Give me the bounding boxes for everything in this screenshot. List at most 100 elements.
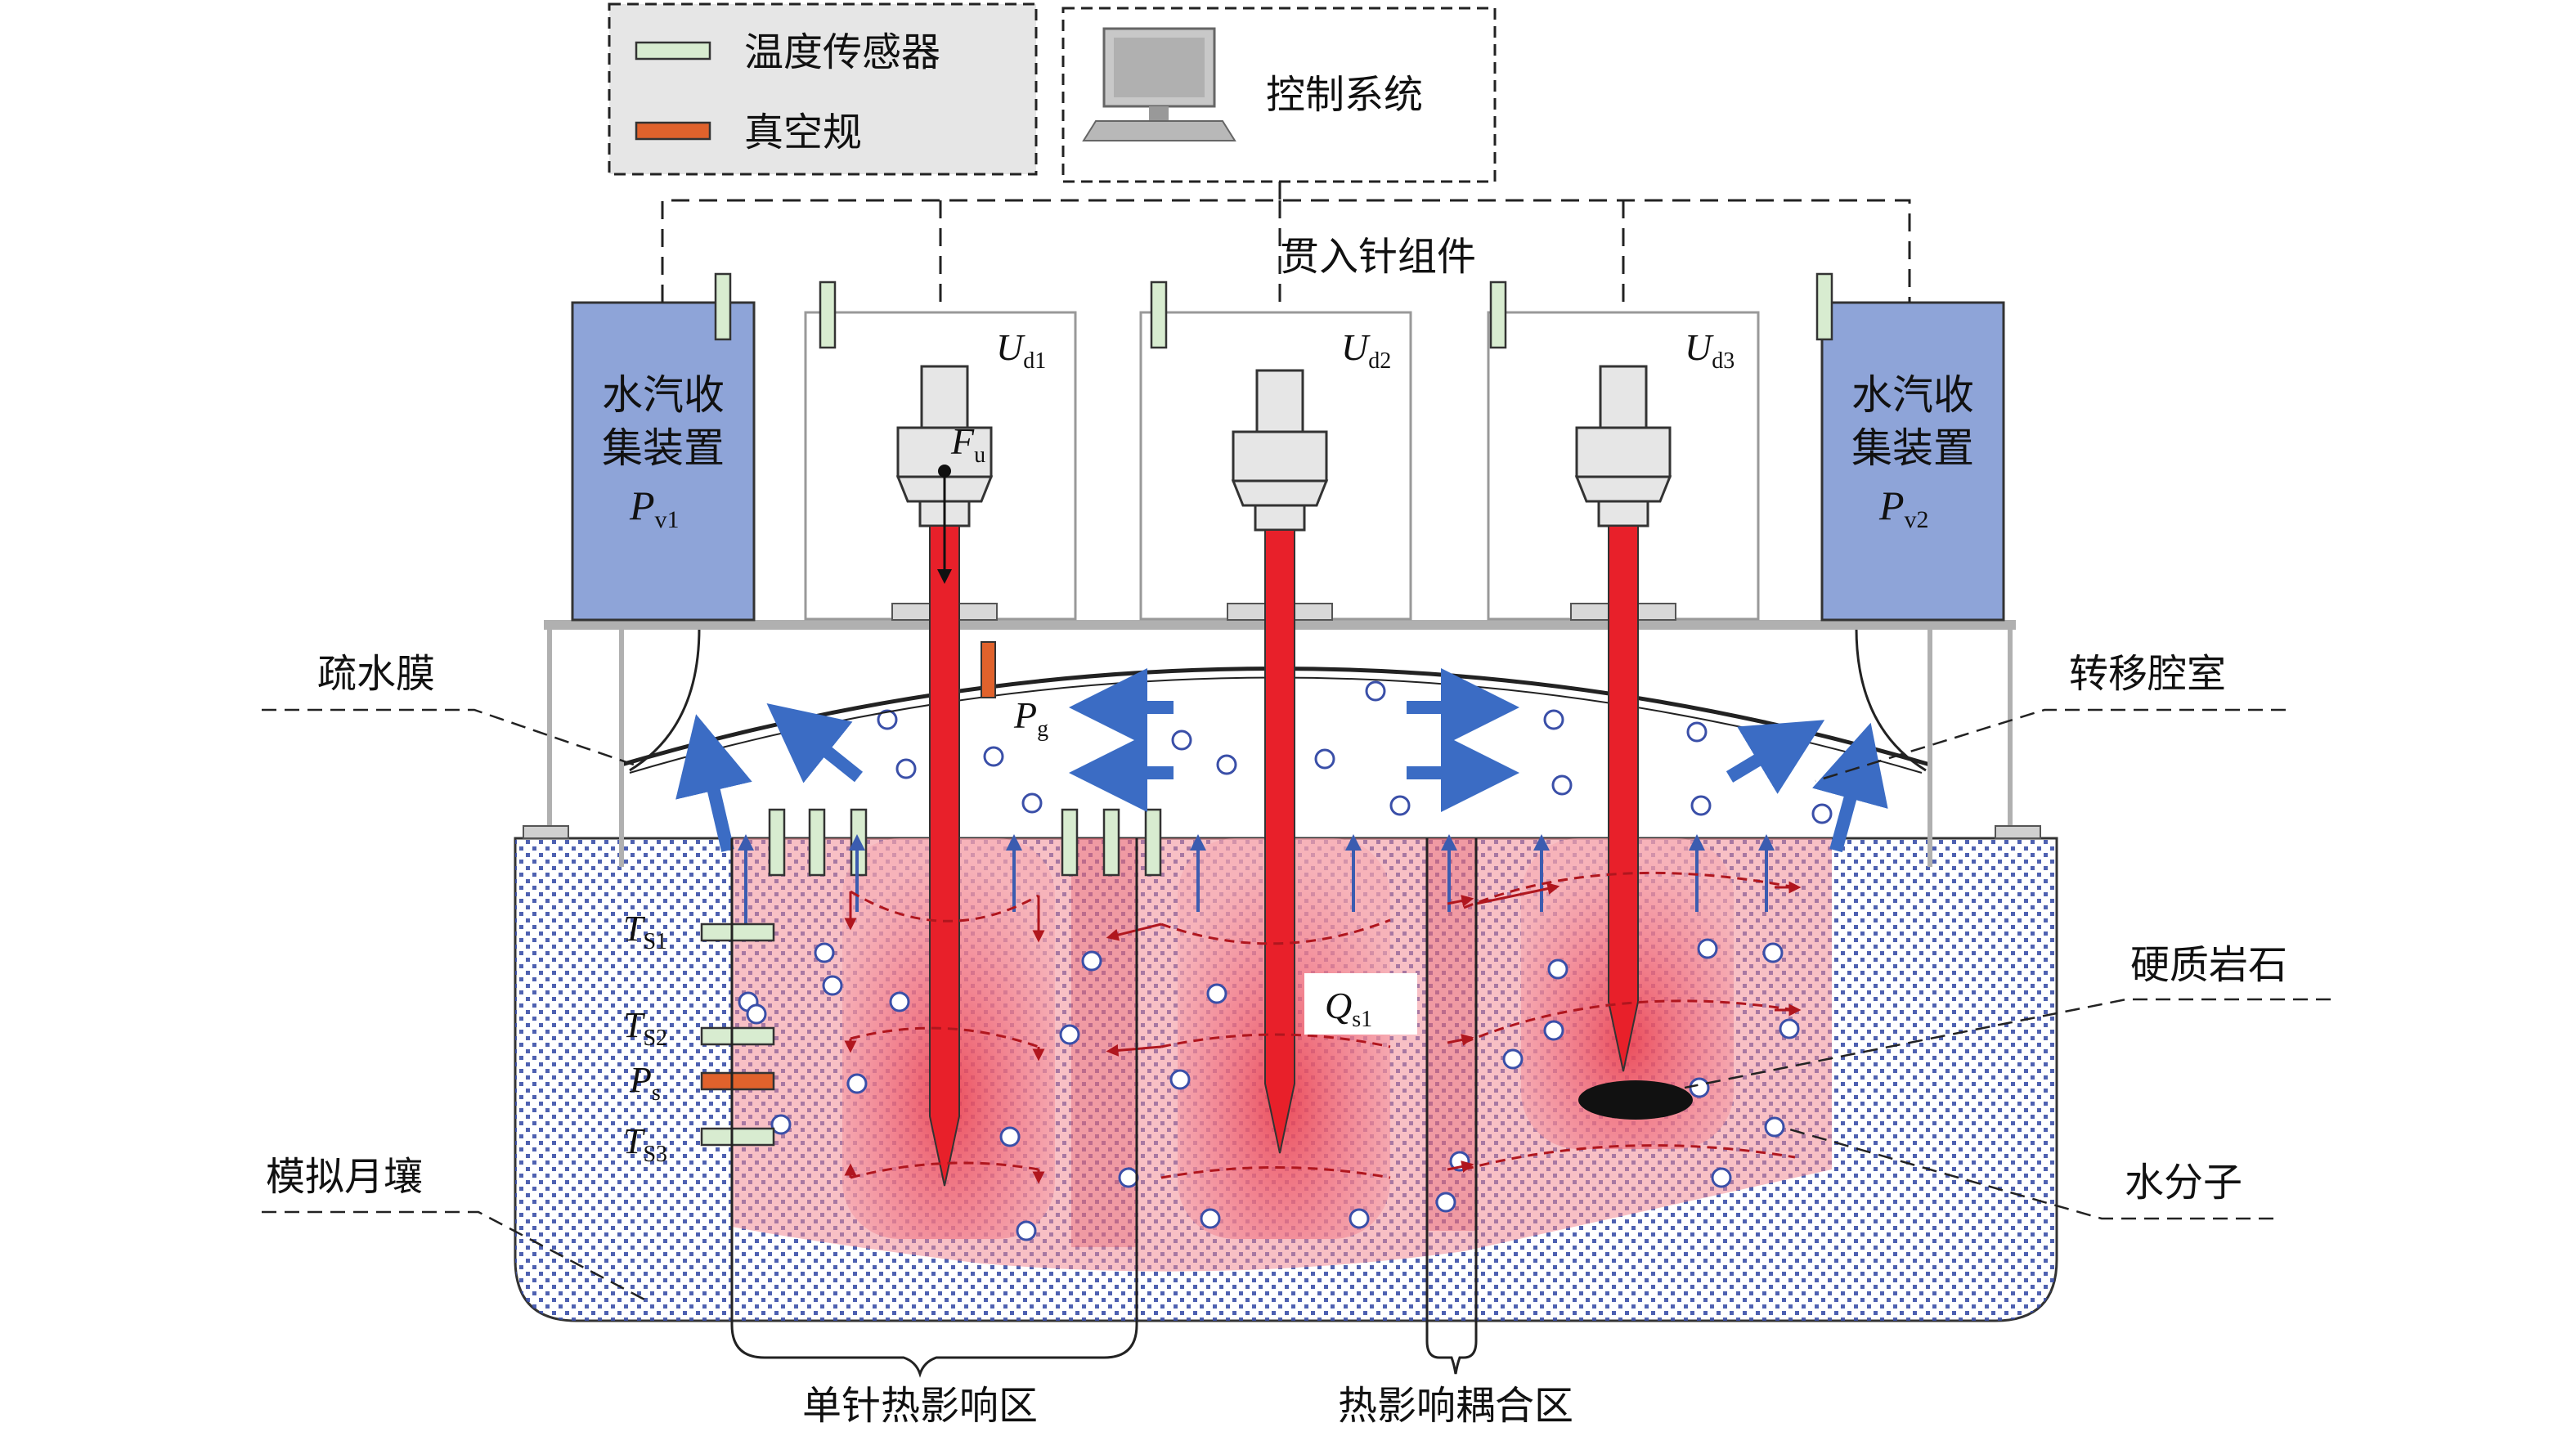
sensor-ps-bar xyxy=(700,1071,775,1091)
water-molecule-36 xyxy=(1779,1018,1800,1039)
water-molecule-32 xyxy=(1547,958,1568,980)
legend-temp-sensor-label: 温度传感器 xyxy=(744,29,940,75)
water-molecule-3 xyxy=(983,746,1004,767)
needle-shaft-1 xyxy=(929,525,960,1187)
vapor-arrow-2 xyxy=(766,703,863,783)
sensor-ts1-bar xyxy=(700,922,775,942)
needle-shaft-2 xyxy=(1264,529,1295,1154)
water-molecule-39 xyxy=(1711,1167,1732,1188)
callout-leaders xyxy=(262,708,2331,1302)
water-molecule-28 xyxy=(1349,1208,1370,1229)
needle-motor-taper-2 xyxy=(1231,479,1329,507)
chamber-vacuum-gauge xyxy=(981,641,996,698)
needle-shaft-3 xyxy=(1608,525,1639,1072)
water-molecule-group xyxy=(738,680,1833,1241)
legend-vacuum-gauge-label: 真空规 xyxy=(744,110,862,155)
zone-brackets xyxy=(730,838,1478,1378)
coupling-band-2 xyxy=(1427,838,1476,1231)
sensor-ts2-bar xyxy=(700,1026,775,1046)
water-molecule-15 xyxy=(814,942,835,963)
sensor-ts2-label: TS2 xyxy=(623,1005,667,1051)
lunar-soil-callout: 模拟月壤 xyxy=(266,1154,423,1200)
hard-rock-callout: 硬质岩石 xyxy=(2130,942,2287,988)
heat-flow-path-3 xyxy=(1463,871,1796,909)
collector-right-var: Pv2 xyxy=(1878,483,1929,533)
legend-box xyxy=(608,2,1038,176)
water-molecule-25 xyxy=(1118,1167,1139,1188)
needle-motor-top-3 xyxy=(1599,365,1648,429)
water-molecule-37 xyxy=(1762,942,1784,963)
single-zone-callout: 单针热影响区 xyxy=(802,1383,1038,1429)
water-molecule-7 xyxy=(1314,748,1335,770)
surface-temp-sensor-4 xyxy=(1061,808,1079,877)
penetrator-assembly-label: 贯入针组件 xyxy=(1280,234,1476,280)
heat-flow-path-4 xyxy=(850,1026,1039,1048)
vapor-arrow-1 xyxy=(675,714,752,852)
surface-temp-sensor-1 xyxy=(768,808,786,877)
membrane-callout: 疏水膜 xyxy=(317,651,435,697)
vapor-flow-arrows xyxy=(675,668,1888,853)
water-molecule-1 xyxy=(877,709,898,730)
water-molecule-12 xyxy=(1686,721,1708,743)
unit-d2-label: Ud2 xyxy=(1341,326,1391,374)
water-molecule-31 xyxy=(1435,1192,1456,1213)
water-molecule-21 xyxy=(846,1073,868,1094)
force-label: Fu xyxy=(950,420,985,468)
heat-source-label: Qs1 xyxy=(1325,985,1372,1032)
computer-icon xyxy=(1082,27,1236,141)
water-molecule-34 xyxy=(1689,1077,1710,1098)
water-molecule-35 xyxy=(1697,938,1718,959)
water-molecule-20 xyxy=(1081,950,1102,972)
heat-arrow-10 xyxy=(1447,1034,1474,1046)
heat-flow-path-2 xyxy=(1160,918,1391,945)
heat-source-box xyxy=(1304,973,1417,1035)
needle-coupler-3 xyxy=(1597,500,1649,527)
water-molecule-27 xyxy=(1016,1220,1037,1241)
heat-flow-path-5 xyxy=(1160,1033,1391,1048)
heat-arrow-4 xyxy=(1447,895,1474,907)
top-temp-sensor-5 xyxy=(1815,272,1833,341)
vapor-arrow-7 xyxy=(1726,720,1825,794)
sensor-ts3-label: TS3 xyxy=(623,1121,667,1167)
needle-motor-top-1 xyxy=(920,365,969,429)
vapor-arrow-8 xyxy=(1812,722,1888,853)
water-molecule-4 xyxy=(1021,792,1043,814)
water-molecule-5 xyxy=(1171,729,1192,751)
water-molecule-13 xyxy=(1690,795,1712,816)
needle-motor-top-2 xyxy=(1255,369,1304,433)
transfer-chamber-callout: 转移腔室 xyxy=(2069,651,2226,697)
needle-motor-body-3 xyxy=(1575,426,1672,478)
water-molecule-18 xyxy=(822,975,843,996)
surface-temp-sensor-5 xyxy=(1102,808,1120,877)
collector-left-line1: 水汽收 xyxy=(602,371,725,419)
water-molecule-38 xyxy=(1764,1116,1785,1138)
surface-temp-sensor-6 xyxy=(1144,808,1162,877)
side-sensors xyxy=(700,922,775,1147)
control-wiring xyxy=(661,182,1911,311)
penetrator-needles xyxy=(891,365,1676,1187)
water-molecule-10 xyxy=(1543,709,1564,730)
water-molecule-41 xyxy=(746,1003,767,1025)
water-molecule-22 xyxy=(1169,1069,1191,1090)
collector-right-line1: 水汽收 xyxy=(1851,371,1974,419)
coupling-zone-callout: 热影响耦合区 xyxy=(1338,1383,1573,1429)
collector-left-var: Pv1 xyxy=(629,483,680,533)
needle-coupler-2 xyxy=(1254,504,1306,532)
water-molecule-33 xyxy=(1543,1020,1564,1041)
gas-pressure-label: Pg xyxy=(1013,694,1048,742)
heat-flow-path-9 xyxy=(1463,1144,1796,1171)
collector-right xyxy=(1820,301,2005,622)
legend-vacuum-swatch xyxy=(635,121,711,141)
water-molecule-2 xyxy=(895,758,917,779)
heat-flow-path-8 xyxy=(1160,1166,1391,1179)
legend-temp-swatch xyxy=(635,41,711,61)
water-molecule-24 xyxy=(999,1126,1021,1147)
heat-flow-path-6 xyxy=(1463,999,1796,1044)
water-molecule-17 xyxy=(889,991,910,1012)
water-molecule-19 xyxy=(1059,1024,1080,1045)
collector-right-line2: 集装置 xyxy=(1851,424,1974,472)
control-system-label: 控制系统 xyxy=(1266,72,1423,118)
heat-flow-path-7 xyxy=(850,1161,1039,1179)
collector-left xyxy=(571,301,756,622)
